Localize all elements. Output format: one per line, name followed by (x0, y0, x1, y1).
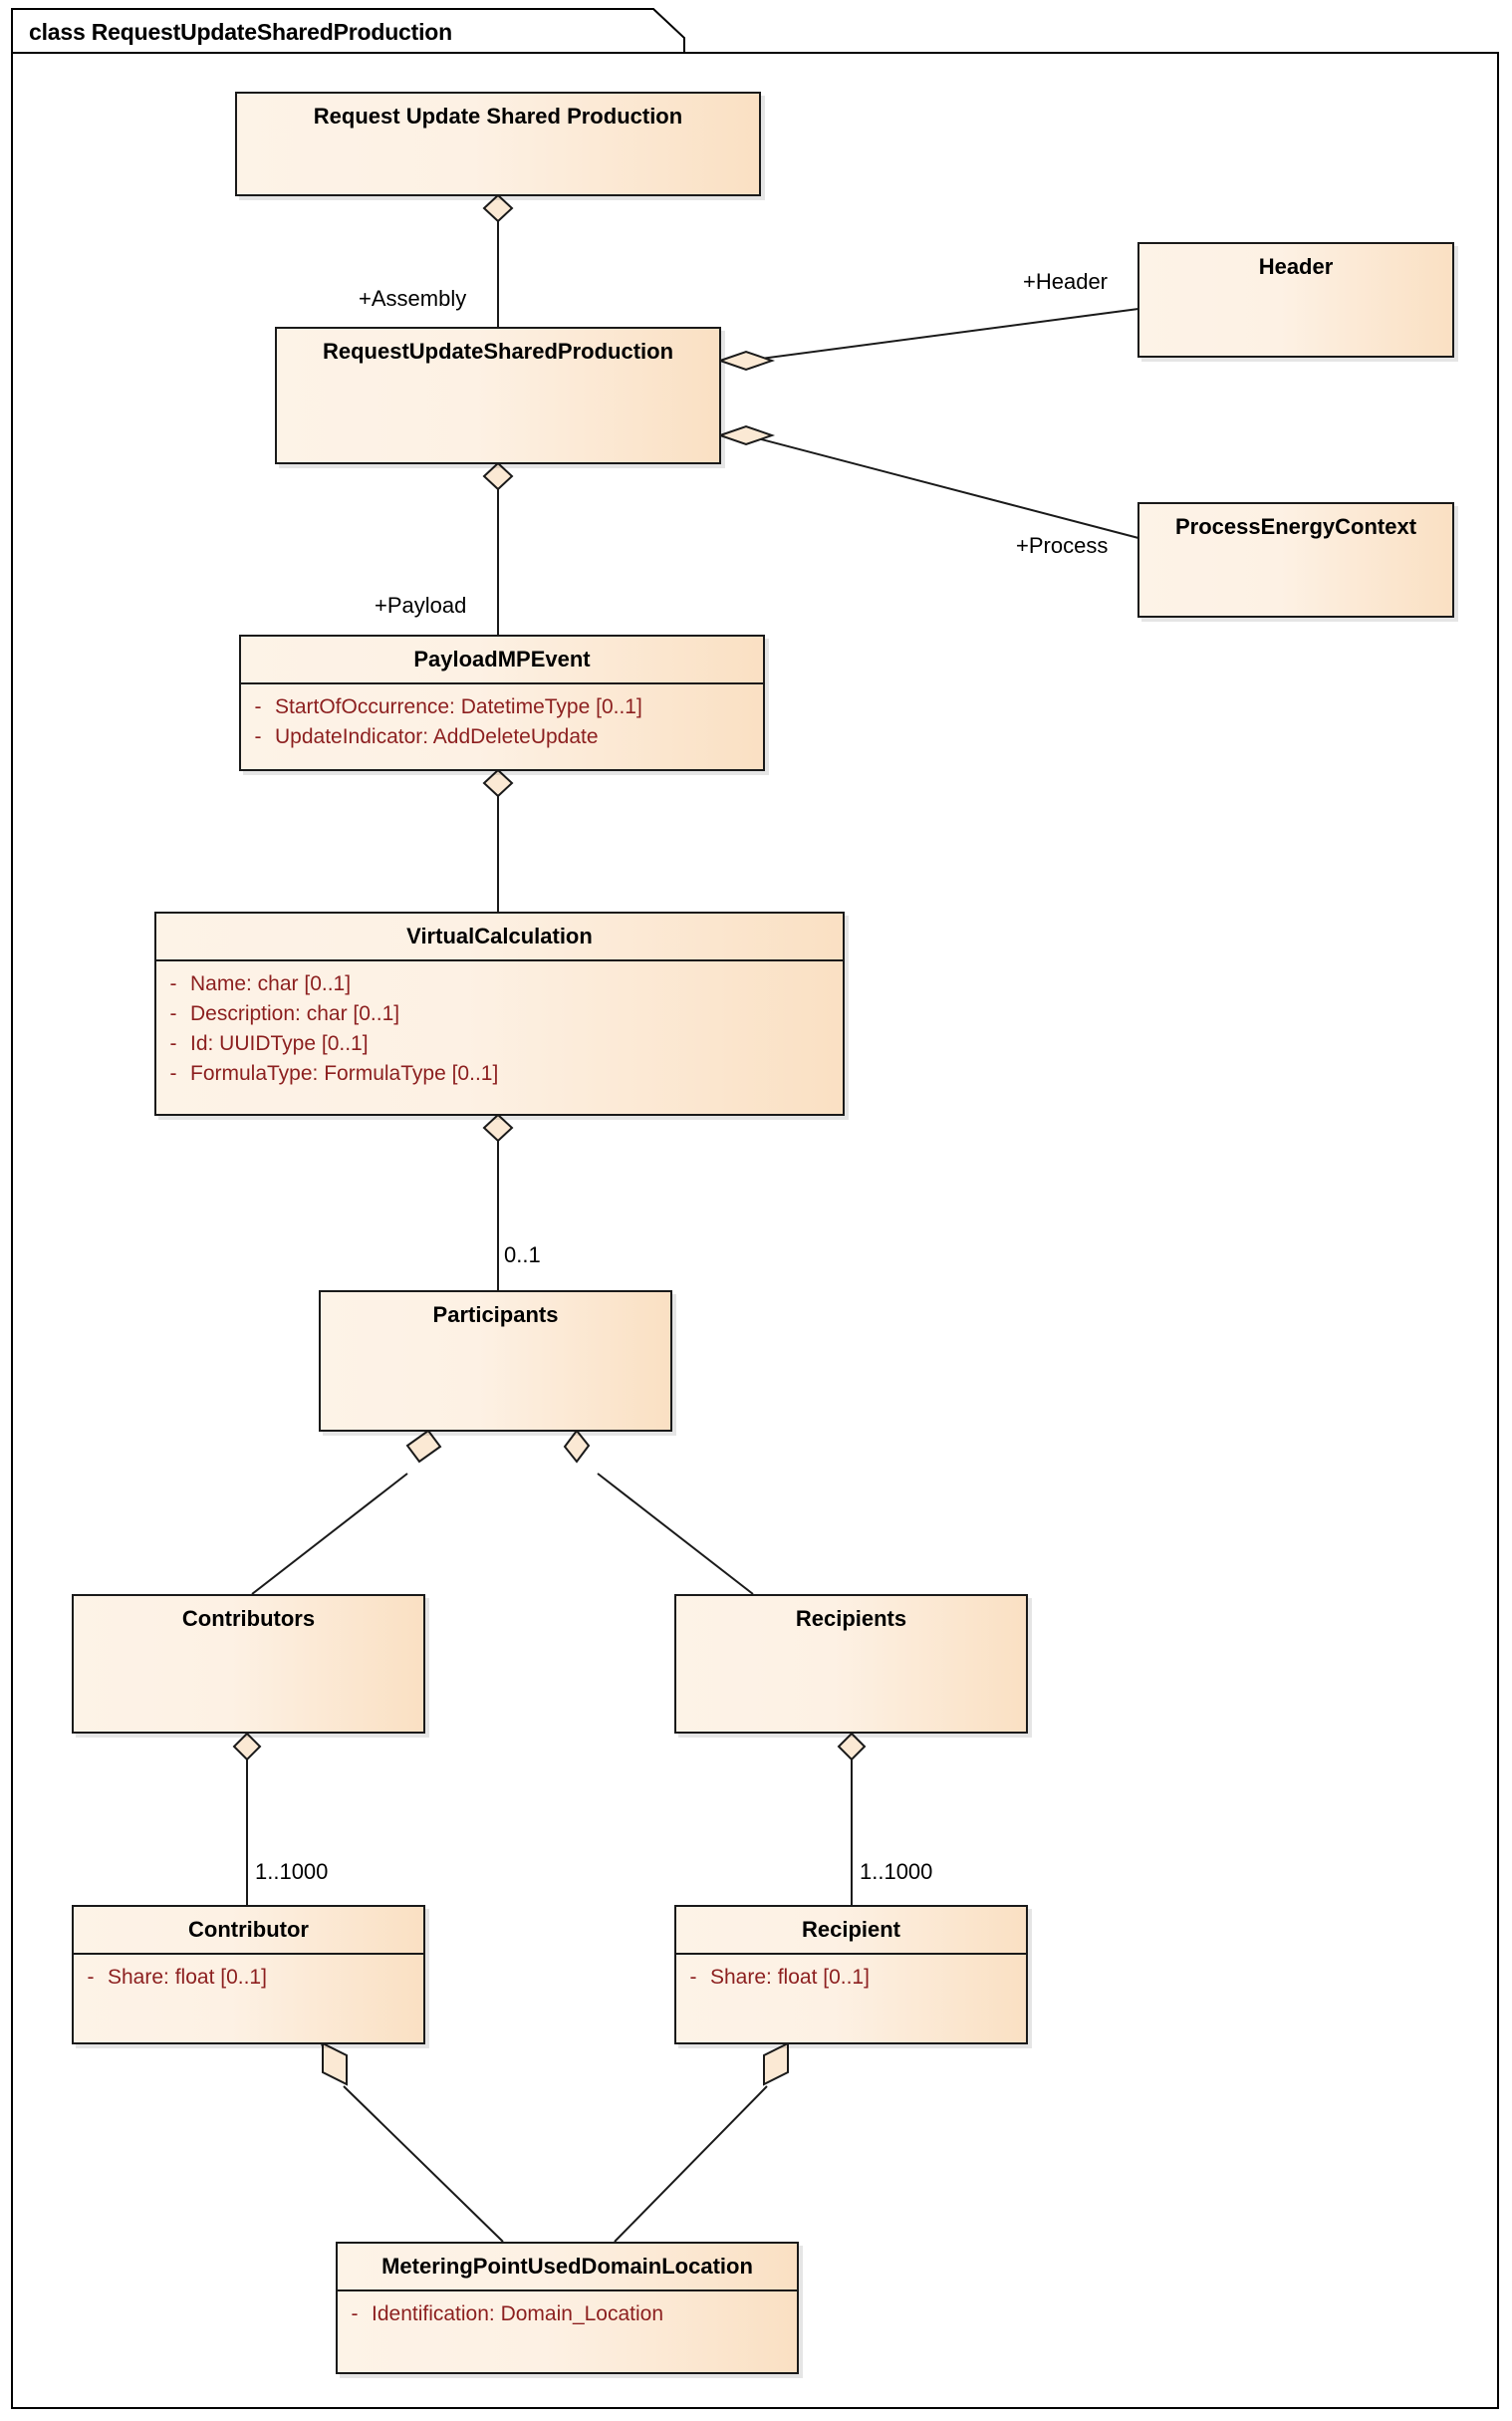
class-box-header[interactable]: Header (1137, 242, 1454, 358)
class-box-process-energy-context[interactable]: ProcessEnergyContext (1137, 502, 1454, 618)
edge-label-header-role: +Header (1023, 269, 1109, 294)
attribute-list: - Identification: Domain_Location (338, 2291, 797, 2337)
edge-label-recipient-multiplicity: 1..1000 (860, 1859, 933, 1884)
attribute-signature: Name: char [0..1] (190, 972, 352, 996)
class-name: Recipients (795, 1606, 907, 1631)
attribute-row: - Share: float [0..1] (676, 1963, 1026, 1993)
visibility-marker: - (169, 1031, 177, 1055)
class-name: Contributors (181, 1606, 316, 1631)
attribute-list: - Share: float [0..1] (74, 1955, 423, 2001)
visibility-marker: - (87, 1966, 95, 1990)
attribute-signature: Share: float [0..1] (108, 1966, 267, 1990)
attribute-signature: FormulaType: FormulaType [0..1] (190, 1061, 499, 1085)
class-name: Header (1258, 254, 1334, 279)
class-name: RequestUpdateSharedProduction (322, 339, 674, 364)
class-box-request-update-shared-production[interactable]: RequestUpdateSharedProduction (275, 327, 721, 464)
attribute-row: - Id: UUIDType [0..1] (156, 1029, 843, 1059)
class-name: Participants (432, 1302, 559, 1327)
attribute-row: - FormulaType: FormulaType [0..1] (156, 1059, 843, 1089)
visibility-marker: - (254, 725, 262, 748)
class-name: Request Update Shared Production (313, 104, 683, 129)
attribute-row: - Identification: Domain_Location (338, 2299, 797, 2329)
attribute-signature: UpdateIndicator: AddDeleteUpdate (275, 725, 599, 748)
attribute-signature: Share: float [0..1] (710, 1966, 870, 1990)
class-name: Contributor (74, 1907, 423, 1956)
edge-label-contributor-multiplicity: 1..1000 (255, 1859, 329, 1884)
edge-label-assembly: +Assembly (359, 286, 467, 311)
class-box-contributor[interactable]: Contributor - Share: float [0..1] (72, 1905, 425, 2044)
attribute-list: - Share: float [0..1] (676, 1955, 1026, 2001)
visibility-marker: - (351, 2302, 359, 2326)
visibility-marker: - (169, 1061, 177, 1085)
class-box-recipient[interactable]: Recipient - Share: float [0..1] (674, 1905, 1028, 2044)
edge-label-process-role: +Process (1016, 533, 1109, 558)
diagram-frame-tab: class RequestUpdateSharedProduction (11, 8, 698, 54)
attribute-row: - Name: char [0..1] (156, 969, 843, 999)
attribute-list: - StartOfOccurrence: DatetimeType [0..1]… (241, 684, 763, 760)
class-box-payload-mp-event[interactable]: PayloadMPEvent - StartOfOccurrence: Date… (239, 635, 765, 771)
attribute-signature: StartOfOccurrence: DatetimeType [0..1] (275, 695, 642, 719)
attribute-list: - Name: char [0..1] - Description: char … (156, 961, 843, 1096)
diagram-frame-border (11, 52, 1499, 2409)
visibility-marker: - (169, 972, 177, 996)
edge-label-participants-multiplicity: 0..1 (504, 1242, 541, 1267)
visibility-marker: - (254, 695, 262, 719)
attribute-row: - UpdateIndicator: AddDeleteUpdate (241, 722, 763, 752)
class-box-participants[interactable]: Participants (319, 1290, 672, 1432)
visibility-marker: - (689, 1966, 697, 1990)
attribute-row: - Share: float [0..1] (74, 1963, 423, 1993)
attribute-row: - StartOfOccurrence: DatetimeType [0..1] (241, 692, 763, 722)
attribute-signature: Id: UUIDType [0..1] (190, 1031, 369, 1055)
frame-tab-shape (11, 8, 685, 54)
class-box-virtual-calculation[interactable]: VirtualCalculation - Name: char [0..1] -… (154, 912, 845, 1116)
edge-label-payload: +Payload (375, 593, 467, 618)
class-box-request-update-shared-production-outer[interactable]: Request Update Shared Production (235, 92, 761, 196)
class-box-contributors[interactable]: Contributors (72, 1594, 425, 1734)
class-name: MeteringPointUsedDomainLocation (338, 2244, 797, 2292)
class-name: PayloadMPEvent (241, 637, 763, 685)
class-name: Recipient (676, 1907, 1026, 1956)
diagram-title: class RequestUpdateSharedProduction (29, 19, 452, 45)
attribute-signature: Description: char [0..1] (190, 1002, 400, 1025)
attribute-row: - Description: char [0..1] (156, 999, 843, 1029)
visibility-marker: - (169, 1002, 177, 1025)
class-name: ProcessEnergyContext (1174, 514, 1417, 539)
class-box-recipients[interactable]: Recipients (674, 1594, 1028, 1734)
attribute-signature: Identification: Domain_Location (372, 2302, 664, 2326)
class-box-metering-point-used-domain-location[interactable]: MeteringPointUsedDomainLocation - Identi… (336, 2242, 799, 2374)
class-name: VirtualCalculation (156, 914, 843, 962)
